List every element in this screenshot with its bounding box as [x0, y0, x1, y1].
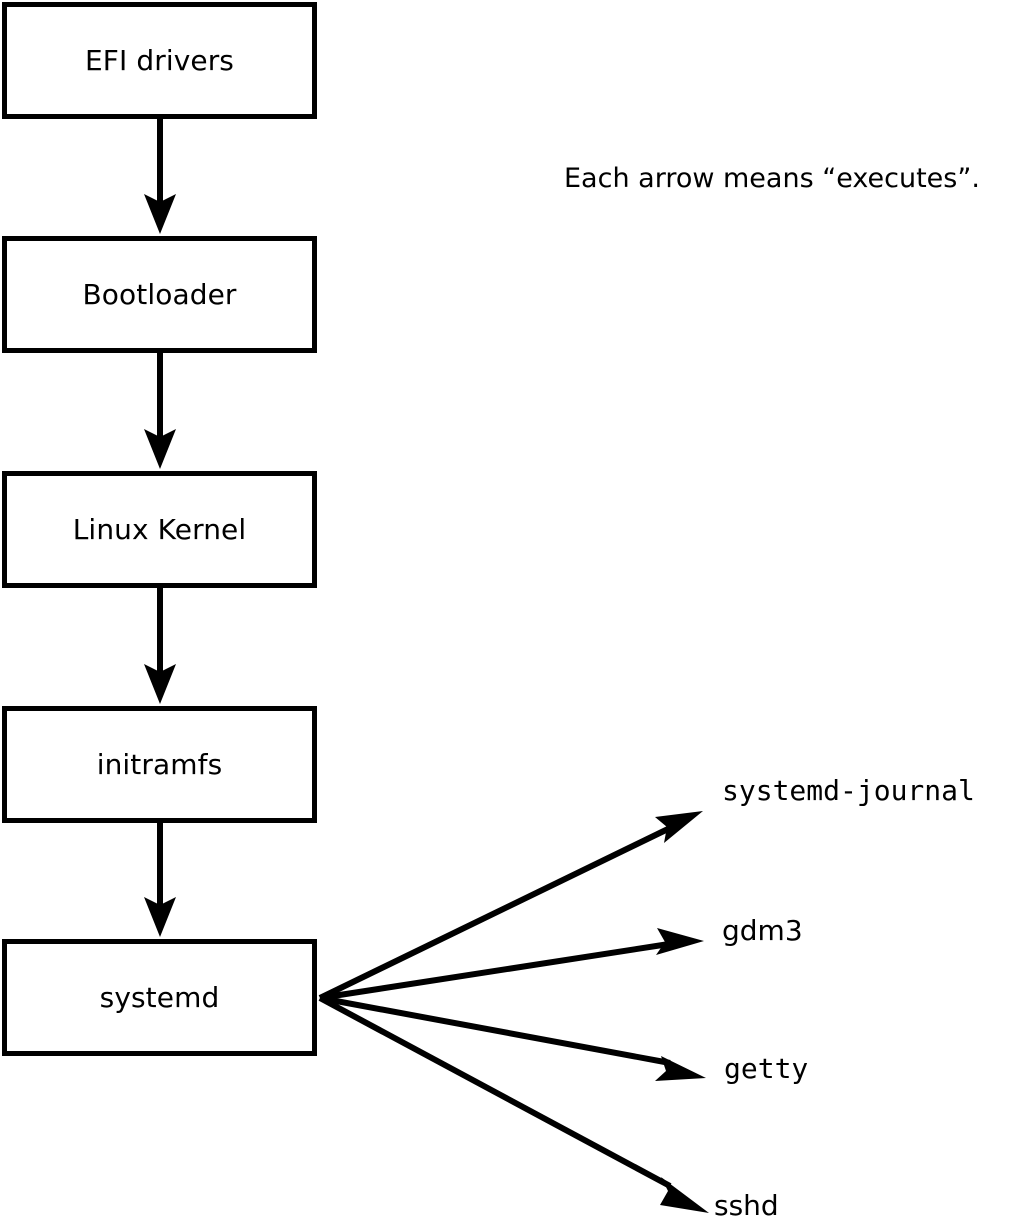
node-initramfs[interactable]: initramfs — [2, 706, 317, 823]
node-systemd[interactable]: systemd — [2, 939, 317, 1056]
node-label-systemd: systemd — [99, 980, 220, 1014]
leaf-label-getty: getty — [724, 1052, 809, 1085]
node-bootloader[interactable]: Bootloader — [2, 236, 317, 353]
node-label-bootloader: Bootloader — [82, 277, 237, 311]
fanout-arrow-sshd — [318, 995, 709, 1213]
chain-arrow-efi-to-bootloader — [144, 119, 176, 234]
leaf-label-systemd-journal: systemd-journal — [722, 774, 975, 807]
node-label-initramfs: initramfs — [96, 747, 223, 781]
node-linux-kernel[interactable]: Linux Kernel — [2, 471, 317, 588]
leaf-label-gdm3: gdm3 — [722, 914, 803, 947]
chain-arrow-initramfs-to-systemd — [144, 823, 176, 937]
chain-arrow-bootloader-to-kernel — [144, 353, 176, 469]
leaf-label-sshd: sshd — [714, 1189, 779, 1222]
fanout-arrow-getty — [319, 995, 706, 1081]
fanout-arrow-gdm3 — [319, 928, 704, 1001]
diagram-caption: Each arrow means “executes”. — [564, 163, 980, 194]
fanout-arrow-systemd-journal — [318, 811, 703, 1001]
node-label-efi-drivers: EFI drivers — [84, 43, 235, 77]
chain-arrow-kernel-to-initramfs — [144, 588, 176, 704]
node-label-linux-kernel: Linux Kernel — [72, 512, 247, 546]
node-efi-drivers[interactable]: EFI drivers — [2, 2, 317, 119]
